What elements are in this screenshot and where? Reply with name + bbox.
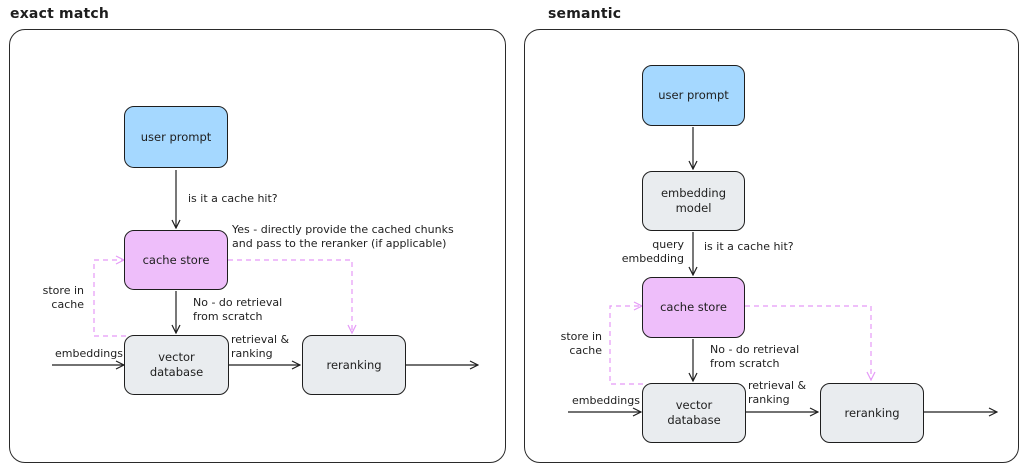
cache-hit-question: is it a cache hit? bbox=[188, 192, 278, 205]
exact-match-title: exact match bbox=[10, 6, 110, 22]
cache-store-node-r: cache store bbox=[642, 277, 745, 338]
vector-database-node-r: vector database bbox=[642, 383, 746, 443]
reranking-node: reranking bbox=[302, 335, 406, 395]
no-label: No - do retrieval from scratch bbox=[193, 296, 283, 324]
retrieval-ranking-label: retrieval & ranking bbox=[231, 333, 290, 361]
query-embedding-label: query embedding bbox=[621, 238, 684, 266]
user-prompt-node: user prompt bbox=[124, 106, 228, 168]
vector-database-node: vector database bbox=[124, 335, 229, 395]
vector-database-label-r: vector database bbox=[667, 398, 721, 427]
semantic-panel bbox=[524, 29, 1019, 463]
embeddings-label: embeddings bbox=[55, 347, 123, 360]
retrieval-ranking-label-r: retrieval & ranking bbox=[748, 379, 807, 407]
embedding-model-label: embedding model bbox=[660, 186, 727, 215]
vector-database-label: vector database bbox=[149, 350, 204, 379]
no-label-r: No - do retrieval from scratch bbox=[710, 343, 800, 371]
user-prompt-node-r: user prompt bbox=[642, 65, 745, 126]
yes-label: Yes - directly provide the cached chunks… bbox=[232, 223, 454, 251]
semantic-title: semantic bbox=[548, 6, 622, 22]
embeddings-label-r: embeddings bbox=[572, 394, 640, 407]
reranking-node-r: reranking bbox=[820, 383, 924, 443]
cache-store-node: cache store bbox=[124, 230, 228, 290]
store-in-cache-label: store in cache bbox=[42, 284, 84, 312]
embedding-model-node: embedding model bbox=[642, 171, 745, 231]
store-in-cache-label-r: store in cache bbox=[560, 330, 602, 358]
exact-match-panel bbox=[9, 29, 506, 463]
cache-hit-question-r: is it a cache hit? bbox=[704, 240, 794, 253]
